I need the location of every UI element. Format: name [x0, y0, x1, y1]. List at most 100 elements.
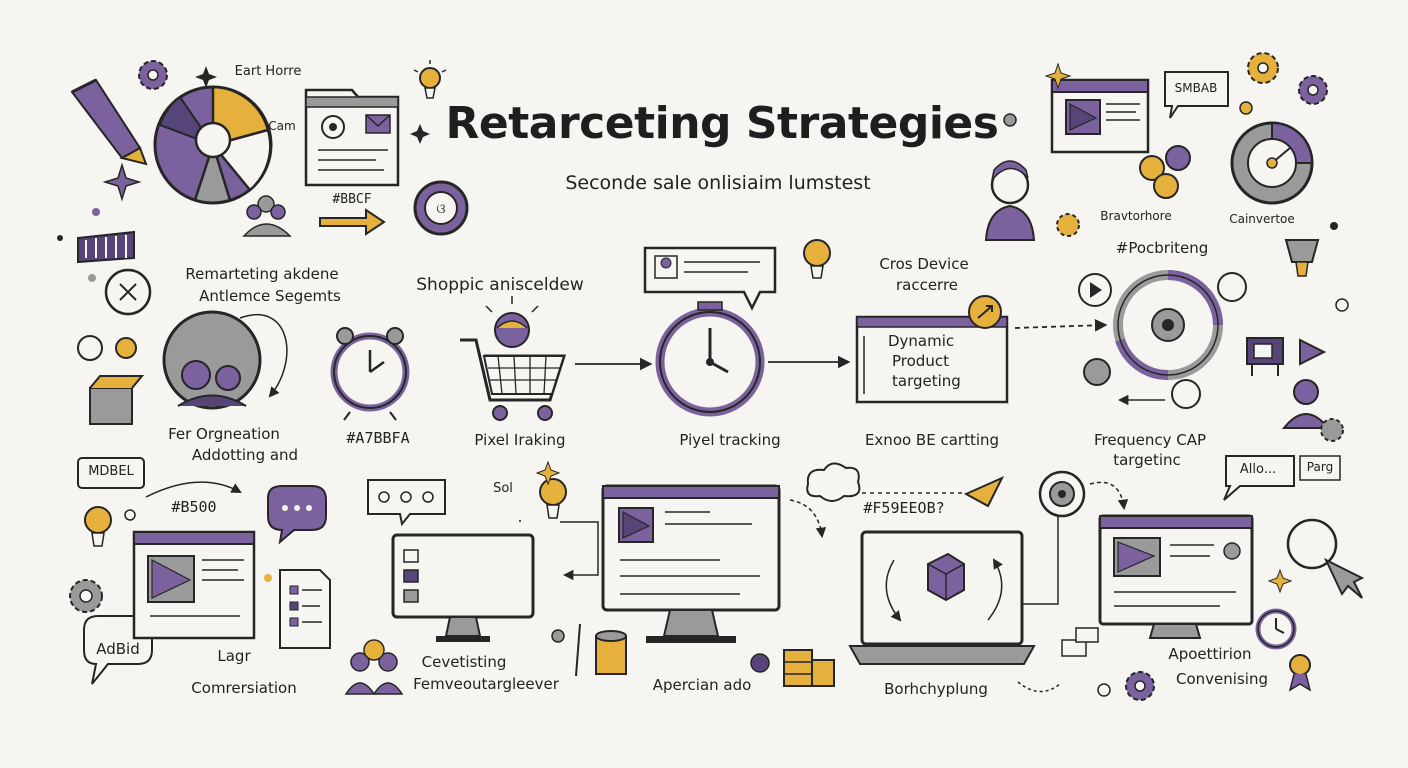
trophy-icon [1284, 239, 1320, 277]
targeting-cycle-icon [1078, 270, 1247, 409]
laptop-icon [848, 530, 1036, 665]
sparkle-icon [195, 62, 1293, 594]
flow-arrow [1022, 512, 1059, 605]
speech-bubble-icon [1223, 455, 1341, 501]
chat-bubble-icon [367, 479, 446, 527]
arrow-right-icon [319, 208, 386, 236]
svg-text:ଓ: ଓ [437, 202, 446, 217]
allo-label: Allo... [1239, 462, 1277, 477]
audience-segments-line2: Antlemce Segemts [199, 287, 341, 305]
store-icon [77, 230, 135, 264]
monitor-checklist-icon [391, 533, 535, 642]
fer-organisation-line2: Addotting and [191, 446, 299, 464]
shopping-cart-icon [460, 296, 567, 421]
model-label: MDBEL [88, 464, 134, 479]
coin-stack-icon [783, 649, 835, 687]
browser-window-icon [1098, 514, 1254, 639]
conversing-label: Convenising [1176, 670, 1268, 688]
box-lightbulb-icon [77, 335, 145, 425]
apercian-label: Apercian ado [652, 676, 752, 694]
user-gear-icon [1281, 379, 1344, 442]
cloud-bubble-icon [806, 462, 861, 502]
cevetisting-label: Cevetisting [421, 653, 507, 671]
lightbulb-icon [84, 506, 112, 547]
procbriteng-label: #Pocbriteng [1115, 239, 1209, 257]
dynamic-product-card [855, 295, 1009, 404]
flow-arrow [789, 499, 827, 539]
frequency-cap-line1: Frequency CAP [1093, 431, 1207, 449]
document-icon [279, 569, 331, 649]
earn-more-label: Eart Horre [234, 64, 302, 79]
coins-icon [1139, 145, 1191, 199]
people-group-icon [344, 639, 404, 695]
hex-b500-label: #B500 [171, 498, 217, 516]
conversation-label: Comrersiation [191, 679, 297, 697]
lagr-label: Lagr [217, 647, 251, 665]
clock-icon [655, 301, 765, 417]
play-icon [1299, 338, 1327, 366]
target-arrow-icon [104, 268, 152, 316]
hex-f59eeob-label: #F59EEOB? [863, 499, 945, 517]
clock-badge-icon [1255, 608, 1297, 650]
pixel-tracking-2-label: Piyel tracking [679, 431, 781, 449]
decorative-dots [57, 101, 1349, 643]
speech-bubble-icon [1164, 71, 1229, 119]
cursor-click-icon [1286, 518, 1365, 599]
pixel-tracking-1-label: Pixel Iraking [474, 431, 566, 449]
dial-chart-icon [1230, 121, 1314, 205]
pen-icon [70, 78, 148, 166]
borhchyplung-label: Borhchyplung [884, 680, 988, 698]
sparkle-icon [102, 162, 142, 202]
cross-device-line1: Cros Device [879, 255, 969, 273]
hex-a7bbfa-label: #A7BBFA [346, 429, 410, 447]
chat-bubble-icon [643, 246, 777, 311]
people-group-icon [242, 195, 292, 237]
lightbulb-icon [539, 478, 567, 519]
gear-note-left-label: Bravtorhore [1100, 209, 1172, 223]
femveout-label: Femveoutargleever [413, 675, 559, 693]
sol-label: Sol [493, 481, 513, 496]
shopping-label: Shoppic anisceldew [416, 275, 584, 295]
desktop-monitor-icon [601, 484, 781, 643]
gear-icon [1125, 671, 1155, 701]
gear-icon [138, 60, 168, 90]
coin-jars-icon [575, 623, 770, 677]
gear-icon [1056, 213, 1080, 237]
hex-bbcf-label: #BBCF [332, 192, 372, 207]
flow-arrow [145, 481, 242, 498]
apoetition-label: Apoettirion [1168, 645, 1252, 663]
smbab-label: SMBAB [1174, 81, 1218, 95]
browser-window-icon [1050, 78, 1150, 154]
gear-note-right-label: Cainvertoe [1229, 212, 1295, 226]
flow-arrow [1014, 319, 1108, 332]
paper-plane-icon [963, 475, 1005, 508]
parg-label: Parg [1306, 460, 1334, 474]
pie-chart-icon [153, 85, 273, 205]
gear-icon [69, 579, 103, 613]
person-avatar-icon [984, 160, 1036, 241]
camera-icon [1246, 337, 1284, 376]
dynamic-product-line2: Product [892, 352, 949, 370]
fer-organisation-line1: Fer Orgneation [168, 425, 280, 443]
alarm-clock-icon [330, 327, 410, 421]
eb-carting-label: Exnoo BE cartting [864, 431, 1000, 449]
badge-icon: ଓ [413, 180, 469, 236]
flow-arrow [1089, 481, 1129, 511]
lightbulb-icon [803, 239, 831, 279]
award-medal-icon [1288, 654, 1312, 692]
chat-cards-icon [1017, 627, 1111, 697]
model-tag [77, 457, 145, 489]
frequency-cap-line2: targetinc [1113, 451, 1181, 469]
flow-arrow [519, 520, 599, 575]
dynamic-product-line3: targeting [892, 372, 961, 390]
globe-audience-icon [162, 310, 288, 410]
cross-device-line2: raccerre [895, 276, 959, 294]
page-title: Retarceting Strategies [445, 98, 999, 149]
adbid-label: AdBid [96, 640, 140, 658]
page-subtitle: Seconde sale onlisiaim lumstest [565, 172, 871, 194]
folder-browser-icon [304, 88, 400, 187]
audience-segments-line1: Remarteting akdene [185, 265, 339, 283]
lightbulb-icon [413, 60, 447, 99]
